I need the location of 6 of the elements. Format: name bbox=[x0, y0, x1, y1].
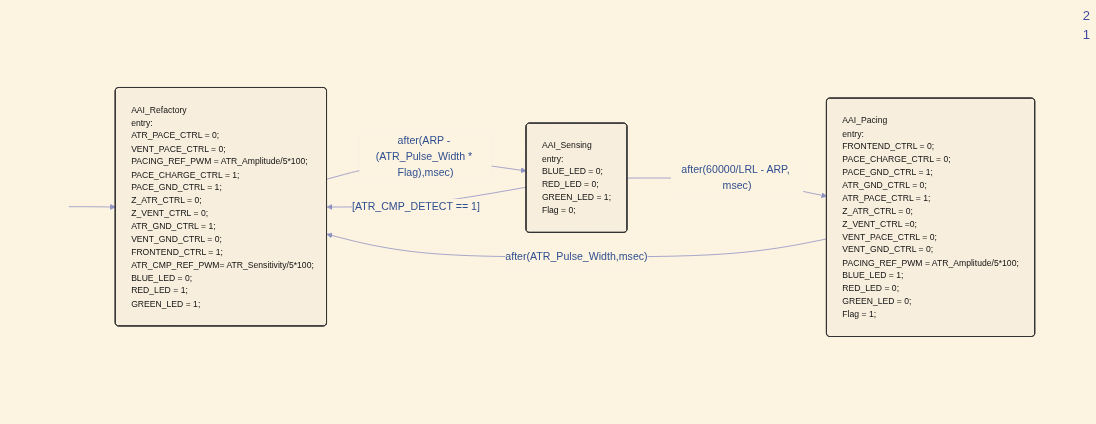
edge-label: after(60000/LRL - ARP, msec) bbox=[681, 163, 790, 191]
edge-label: after(ATR_Pulse_Width,msec) bbox=[505, 250, 648, 263]
edge-label: [ATR_CMP_DETECT == 1] bbox=[351, 200, 480, 212]
edge-label: after(ARP - (ATR_Pulse_Width * Flag),msec) bbox=[375, 134, 473, 178]
execution-order-number: 1 bbox=[1082, 27, 1090, 42]
execution-order-number: 2 bbox=[1082, 8, 1090, 23]
